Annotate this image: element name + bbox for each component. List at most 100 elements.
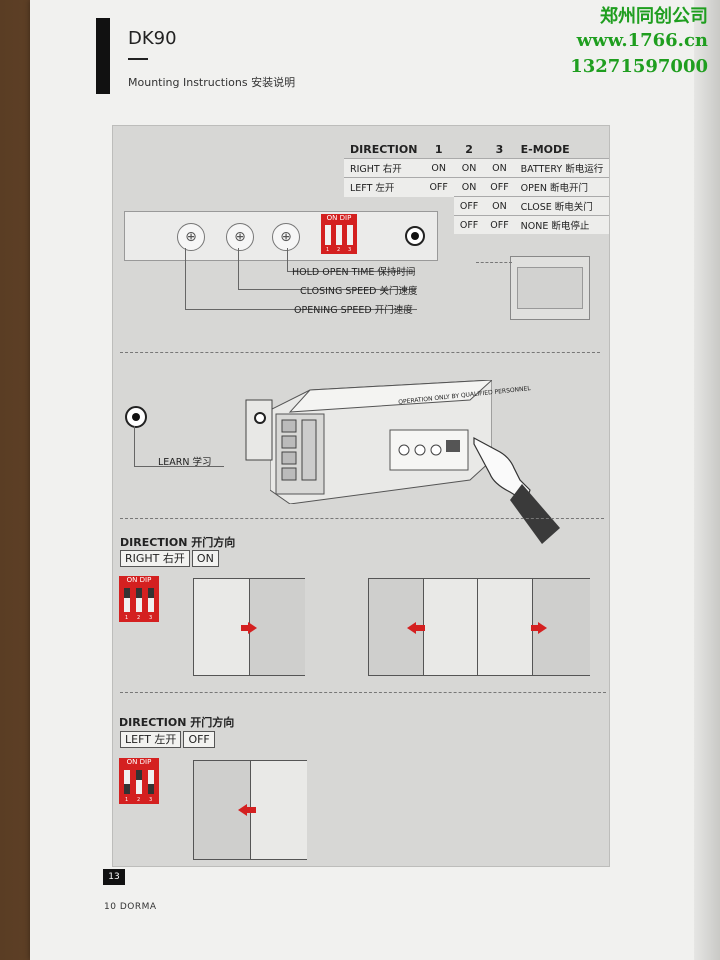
table-row: LEFT 左开 OFF ON OFF OPEN 断电开门 xyxy=(344,177,610,197)
leader-line xyxy=(238,289,416,290)
table-cell: NONE 断电停止 xyxy=(514,215,610,234)
leader-line xyxy=(134,466,224,467)
table-header: E-MODE xyxy=(520,143,570,156)
single-door-right-opening xyxy=(193,578,305,676)
watermark-url: www.1766.cn xyxy=(576,30,708,51)
dip-switch-2 xyxy=(136,588,142,612)
page-footer: 10 DORMA xyxy=(104,902,157,912)
dip-switch-2[interactable] xyxy=(336,225,342,245)
door-wall xyxy=(249,579,305,675)
unit-thumbnail-board xyxy=(517,267,583,309)
table-cell: ON xyxy=(453,177,485,197)
section-divider xyxy=(120,692,606,693)
next-page-edge xyxy=(694,0,720,960)
direction-right-heading: DIRECTION 开门方向 xyxy=(120,536,236,549)
table-header: 2 xyxy=(465,143,473,156)
direction-right-setting: RIGHT 右开 ON xyxy=(120,550,221,567)
watermark-company: 郑州同创公司 xyxy=(600,6,708,27)
table-header: 3 xyxy=(495,143,504,156)
dip-number: 2 xyxy=(137,797,141,803)
opening-direction-right-arrow xyxy=(241,622,257,634)
section-divider xyxy=(120,352,600,353)
leader-line xyxy=(287,248,288,272)
dip-switch-right-illustration: ON DIP 1 2 3 xyxy=(119,576,159,622)
page-subtitle: Mounting Instructions 安装说明 xyxy=(128,76,296,89)
opening-direction-right-arrow xyxy=(531,622,547,634)
learn-button-illustration xyxy=(125,406,147,428)
table-cell: RIGHT 右开 xyxy=(344,158,424,178)
table-row: OFF ON CLOSE 断电关门 xyxy=(344,196,610,216)
dip-switch-1[interactable] xyxy=(325,225,331,245)
table-cell: OFF xyxy=(453,196,485,216)
closing-speed-potentiometer[interactable]: ⊕ xyxy=(226,223,254,251)
opening-speed-label: OPENING SPEED 开门速度 xyxy=(294,305,413,316)
table-cell: OFF xyxy=(453,215,485,234)
direction-left-label: LEFT 左开 xyxy=(120,731,182,748)
dip-switch-label: ON DIP xyxy=(326,214,352,222)
dip-switch-2 xyxy=(136,770,142,794)
dip-switch-3[interactable] xyxy=(347,225,353,245)
table-header: DIRECTION xyxy=(350,143,418,156)
table-cell: OFF xyxy=(484,177,515,197)
leader-line xyxy=(238,248,239,290)
direction-right-label: RIGHT 右开 xyxy=(120,550,190,567)
dip-number: 3 xyxy=(149,615,153,621)
closing-speed-label: CLOSING SPEED 关门速度 xyxy=(300,286,418,297)
dip-number: 1 xyxy=(125,615,129,621)
opening-direction-left-arrow xyxy=(407,622,425,634)
dip-switch-1 xyxy=(124,588,130,612)
table-cell: ON xyxy=(484,196,515,216)
watermark-phone: 13271597000 xyxy=(570,56,708,77)
dip-switch-label: ON DIP xyxy=(126,576,152,584)
table-cell: LEFT 左开 xyxy=(344,177,424,197)
dip-number: 2 xyxy=(137,615,141,621)
table-row: RIGHT 右开 ON ON ON BATTERY 断电运行 xyxy=(344,158,610,178)
zoom-guide-line xyxy=(476,262,512,263)
table-cell: ON xyxy=(423,158,454,178)
door-leaf xyxy=(250,761,307,859)
dip-number: 3 xyxy=(348,247,352,253)
door-leaf xyxy=(194,579,249,675)
unit-thumbnail xyxy=(510,256,590,320)
direction-left-state: OFF xyxy=(183,731,215,748)
table-cell: BATTERY 断电运行 xyxy=(514,158,610,178)
table-header-row: DIRECTION 1 2 3 E-MODE xyxy=(344,141,609,159)
dip-number: 2 xyxy=(337,247,341,253)
dip-switch-3 xyxy=(148,770,154,794)
title-underline xyxy=(128,58,148,60)
dip-number: 3 xyxy=(149,797,153,803)
table-cell: ON xyxy=(484,158,515,178)
leader-line xyxy=(185,248,186,310)
direction-left-setting: LEFT 左开 OFF xyxy=(120,731,217,748)
double-door-opening xyxy=(368,578,590,676)
dip-switch-left-illustration: ON DIP 1 2 3 xyxy=(119,758,159,804)
hold-open-potentiometer[interactable]: ⊕ xyxy=(272,223,300,251)
table-cell: OPEN 断电开门 xyxy=(514,177,610,197)
opening-direction-left-arrow xyxy=(238,804,256,816)
dip-switch[interactable]: ON DIP 1 2 3 xyxy=(321,214,357,254)
learn-button[interactable] xyxy=(405,226,425,246)
dip-switch-label: ON DIP xyxy=(126,758,152,766)
dip-switch-1 xyxy=(124,770,130,794)
mounting-bracket xyxy=(245,399,273,461)
door-leaf xyxy=(477,579,533,675)
door-leaf xyxy=(423,579,478,675)
table-header: 1 xyxy=(434,143,443,156)
dip-switch-3 xyxy=(148,588,154,612)
hand-pressing-button xyxy=(473,436,560,544)
hold-open-time-label: HOLD OPEN TIME 保持时间 xyxy=(292,267,416,278)
table-cell: OFF xyxy=(423,177,454,197)
control-board: ⊕ ⊕ ⊕ ON DIP 1 2 3 xyxy=(124,211,438,261)
table-row: OFF OFF NONE 断电停止 xyxy=(344,215,610,234)
dip-settings-table: DIRECTION 1 2 3 E-MODE RIGHT 右开 ON ON ON… xyxy=(344,141,610,234)
dip-number: 1 xyxy=(326,247,330,253)
controller-unit-illustration xyxy=(270,380,492,504)
table-cell: ON xyxy=(453,158,485,178)
direction-left-heading: DIRECTION 开门方向 xyxy=(119,716,235,729)
direction-right-state: ON xyxy=(191,550,219,567)
learn-label: LEARN 学习 xyxy=(158,457,212,468)
section-divider xyxy=(120,518,604,519)
table-cell: CLOSE 断电关门 xyxy=(514,196,610,216)
single-door-left-opening xyxy=(193,760,307,860)
opening-speed-potentiometer[interactable]: ⊕ xyxy=(177,223,205,251)
